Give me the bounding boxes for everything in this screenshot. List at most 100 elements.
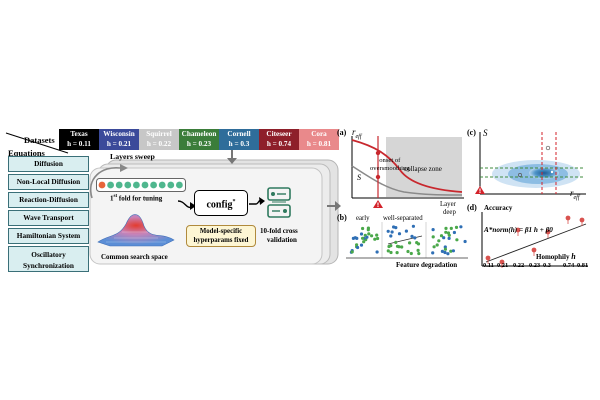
scatter-point: [449, 226, 453, 230]
fold-dot: [150, 181, 157, 189]
panel-b-tag: (b): [337, 213, 347, 222]
scatter-point: [390, 230, 394, 234]
homophily-var: h: [571, 252, 576, 261]
fixed-line-1: Model-specific: [199, 228, 243, 235]
scatter-point: [463, 239, 467, 244]
panel-b-well: well-separated: [383, 215, 423, 222]
equation-item: Hamiltonian System: [8, 228, 89, 244]
scatter-point: [455, 238, 459, 242]
accuracy-point: [485, 255, 491, 261]
panel-a-y-sub: eff: [355, 133, 362, 140]
homophily-tick: 0.11: [483, 262, 494, 269]
panel-d-formula: A*norm(h) = β1 h + β0: [484, 226, 553, 234]
fixed-line-2: hyperparams fixed: [193, 237, 249, 244]
scatter-point: [454, 225, 459, 229]
dataset-name: Chameleon: [181, 130, 217, 138]
search-surface-icon: [97, 214, 175, 247]
panel-a-x-label: Layer deep: [440, 201, 456, 217]
scatter-point: [395, 251, 399, 255]
panel-a-onset: onset of oversmoothing: [370, 157, 410, 172]
dataset-name: Cornell: [227, 130, 251, 138]
scatter-point: [392, 225, 396, 229]
homophily-tick: 0.81: [577, 262, 589, 269]
scatter-point: [361, 226, 365, 231]
onset-line-1: onset of: [379, 157, 401, 164]
dataset-name: Cora: [311, 130, 327, 138]
scatter-point: [386, 249, 390, 253]
homophily-label: Homophily: [536, 253, 570, 261]
homophily-tick: 0.3: [543, 262, 551, 269]
scatter-point: [459, 225, 463, 229]
scatter-point: [353, 236, 357, 240]
cv-label: 10-fold cross validation: [260, 227, 298, 245]
homophily-tick: 0.21: [497, 262, 509, 269]
panel-d-plot: [481, 212, 588, 268]
fold-dot: [141, 181, 149, 189]
fold-dot: [115, 181, 123, 189]
scatter-point: [359, 232, 364, 236]
scatter-point: [395, 244, 400, 248]
search-space-label: Common search space: [101, 253, 168, 261]
scatter-point: [432, 245, 436, 249]
scatter-point: [408, 241, 412, 245]
scatter-point: [404, 229, 408, 233]
svg-text:!: !: [377, 202, 380, 208]
fold-dot: [158, 181, 166, 189]
panel-c-y-label: S: [483, 128, 488, 138]
panel-a-s-label: S: [357, 173, 361, 182]
config-super: *: [232, 199, 236, 205]
layers-sweep-label: Layers sweep: [110, 152, 155, 161]
scatter-point: [413, 236, 417, 240]
panel-d-tag: (d): [467, 203, 477, 212]
scatter-point: [446, 252, 450, 256]
equation-item: Reaction-Diffusion: [8, 192, 89, 208]
scatter-point: [350, 250, 354, 254]
pipeline-to-panels-arrow: [327, 201, 341, 211]
config-text: config: [206, 199, 233, 211]
scatter-point: [440, 249, 444, 253]
panel-b-early: early: [356, 215, 370, 222]
scatter-point: [409, 251, 413, 256]
scatter-point: [406, 249, 410, 254]
dataset-name: Wisconsin: [103, 130, 135, 138]
scatter-point: [444, 226, 448, 230]
scatter-point: [375, 250, 379, 254]
cv-line-1: 10-fold cross: [260, 227, 298, 235]
scatter-point: [389, 234, 393, 238]
panel-a-plot: !: [351, 136, 464, 208]
scatter-point: [416, 248, 420, 252]
scatter-point: [387, 244, 391, 249]
to-cv-arrow: [249, 197, 265, 205]
scatter-point: [447, 236, 451, 240]
scatter-point: [452, 230, 456, 235]
scatter-point: [389, 250, 393, 255]
scatter-point: [362, 240, 366, 244]
scatter-point: [356, 245, 360, 250]
onset-line-2: oversmoothing: [370, 164, 410, 172]
panel-c-x-label: reff: [570, 188, 580, 201]
scatter-point: [431, 235, 435, 239]
accuracy-point: [515, 227, 521, 233]
scatter-point: [447, 233, 451, 237]
scatter-point: [376, 236, 380, 241]
homophily-tick: 0.74: [563, 262, 575, 269]
scatter-point: [435, 243, 439, 247]
fold-dot: [167, 181, 175, 189]
fixed-hyperparams-box: Model-specific hyperparams fixed: [186, 225, 256, 247]
fold-dot: [176, 181, 183, 189]
dataset-homophily: h = 0.81: [306, 139, 332, 148]
fold-dot: [133, 181, 140, 189]
fold-dot: [107, 181, 114, 189]
dataset-homophily: h = 0.11: [67, 139, 91, 148]
to-config-arrow: [177, 200, 196, 210]
scatter-point: [361, 236, 365, 240]
accuracy-point: [531, 247, 537, 253]
fold-dot: [124, 181, 132, 189]
panel-c-x-sub: eff: [573, 194, 580, 201]
panel-a-y-label: reff: [352, 127, 362, 140]
scatter-point: [366, 228, 370, 232]
fold-circles: [96, 178, 186, 192]
panel-c-x-var: r: [570, 188, 574, 198]
scatter-point: [394, 240, 398, 244]
